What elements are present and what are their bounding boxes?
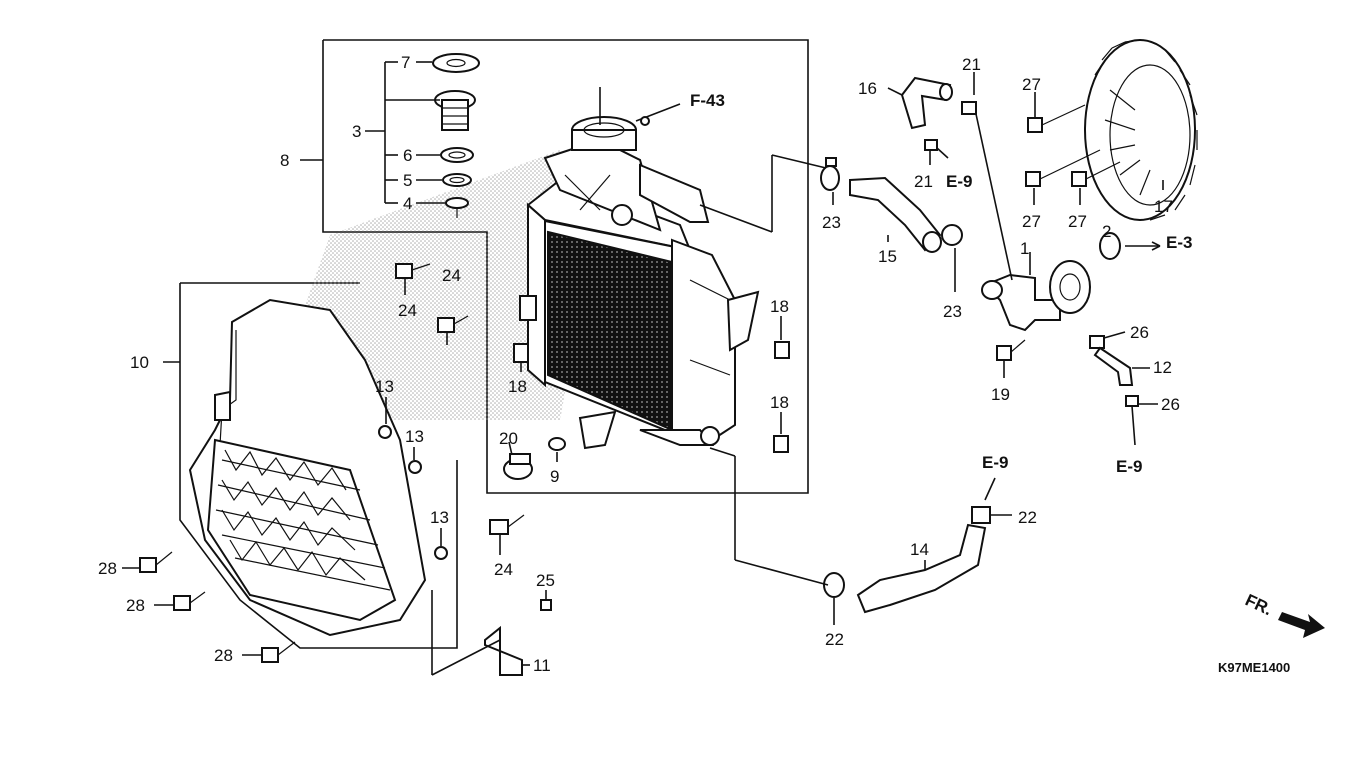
callout-27c: 27 — [1068, 212, 1087, 231]
callout-24b: 24 — [442, 266, 461, 285]
callout-13b: 13 — [405, 427, 424, 446]
bolt-28c — [261, 641, 296, 663]
clip-18b — [774, 341, 790, 359]
callout-28b: 28 — [126, 596, 145, 615]
callout-23b: 23 — [943, 302, 962, 321]
callout-8: 8 — [280, 151, 289, 170]
fasteners — [139, 263, 790, 676]
callout-26a: 26 — [1130, 323, 1149, 342]
radiator-group-box — [322, 39, 809, 494]
ref-label-3: E-9 — [1116, 457, 1142, 476]
text-layer: 7 3 8 6 5 4 24 24 10 13 13 13 18 18 18 20 9 24 25 11 28 28 28 1… — [98, 53, 1290, 675]
washer-9 — [548, 437, 566, 451]
callout-23a: 23 — [822, 213, 841, 232]
callout-1: 1 — [1020, 239, 1029, 258]
callout-27b: 27 — [1022, 212, 1041, 231]
leader-lines-left — [122, 87, 782, 676]
callout-2: 2 — [1102, 222, 1111, 241]
callout-11: 11 — [533, 656, 551, 675]
callout-21a: 21 — [962, 55, 981, 74]
bolt-24b — [437, 315, 469, 333]
nut-13b — [408, 460, 422, 474]
bolt-19 — [996, 339, 1026, 361]
front-label: FR. — [1242, 590, 1275, 619]
callout-24c: 24 — [494, 560, 513, 579]
bolt-28a — [139, 551, 173, 573]
radiator-shroud — [188, 298, 427, 637]
callout-20: 20 — [499, 429, 518, 448]
callout-21b: 21 — [914, 172, 933, 191]
callout-25: 25 — [536, 571, 555, 590]
diagram-id: K97ME1400 — [1218, 660, 1290, 675]
callout-19: 19 — [991, 385, 1010, 404]
callout-12: 12 — [1153, 358, 1172, 377]
callout-22b: 22 — [825, 630, 844, 649]
hose-14 — [856, 523, 987, 614]
callout-16: 16 — [858, 79, 877, 98]
ref-label-4: E-3 — [1166, 233, 1192, 252]
ref-label-0: F-43 — [690, 91, 725, 110]
callout-17: 17 — [1154, 197, 1173, 216]
ref-label-2: E-9 — [982, 453, 1008, 472]
radiator-cap-assembly — [432, 53, 480, 218]
hose-12 — [1093, 346, 1134, 386]
radiator — [519, 103, 760, 450]
callout-26b: 26 — [1161, 395, 1180, 414]
callout-28a: 28 — [98, 559, 117, 578]
hose-15 — [849, 176, 942, 253]
cap-bracket-lines — [300, 61, 446, 204]
hose-16 — [900, 76, 953, 130]
clip-18c — [773, 435, 789, 453]
shroud-group-box — [179, 283, 458, 649]
callout-18c: 18 — [770, 393, 789, 412]
bolt-24a — [395, 263, 431, 279]
callout-13a: 13 — [375, 377, 394, 396]
nut-13c — [434, 546, 448, 560]
cooling-fan-17 — [1084, 39, 1198, 221]
bolt-20 — [503, 453, 533, 480]
nut-13a — [378, 425, 392, 439]
clamps — [820, 101, 1139, 598]
o-ring-2 — [1099, 232, 1121, 260]
callout-14: 14 — [910, 540, 929, 559]
bolt-24c — [489, 514, 525, 535]
water-pump-1 — [981, 260, 1091, 332]
callout-6: 6 — [403, 146, 412, 165]
bolts-27 — [1025, 104, 1121, 187]
callout-18b: 18 — [770, 297, 789, 316]
callout-3: 3 — [352, 122, 361, 141]
front-arrow — [1278, 612, 1325, 638]
callout-9: 9 — [550, 467, 559, 486]
clip-18a — [513, 343, 529, 363]
callout-13c: 13 — [430, 508, 449, 527]
callout-5: 5 — [403, 171, 412, 190]
callout-24a: 24 — [398, 301, 417, 320]
callout-15: 15 — [878, 247, 897, 266]
screw-25 — [540, 599, 552, 611]
leader-lines-right — [699, 72, 1164, 625]
callout-10: 10 — [130, 353, 149, 372]
callout-18a: 18 — [508, 377, 527, 396]
bolt-28b — [173, 591, 206, 611]
callout-22a: 22 — [1018, 508, 1037, 527]
callout-28c: 28 — [214, 646, 233, 665]
bracket-11 — [484, 625, 523, 676]
callout-27a: 27 — [1022, 75, 1041, 94]
callout-4: 4 — [403, 194, 412, 213]
callout-7: 7 — [401, 53, 410, 72]
ref-label-1: E-9 — [946, 172, 972, 191]
